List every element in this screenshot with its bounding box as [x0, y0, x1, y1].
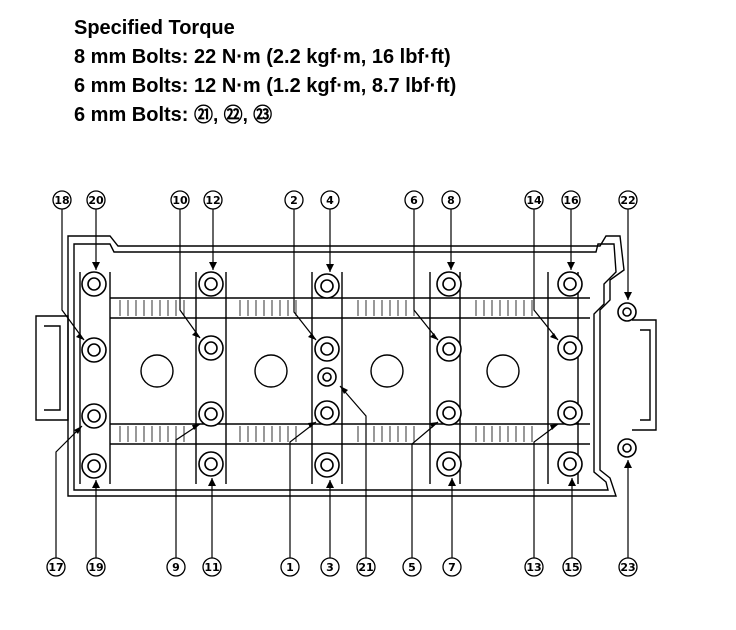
arrowheads	[74, 262, 632, 488]
svg-text:21: 21	[358, 561, 373, 574]
bolt-11	[198, 451, 224, 477]
left-end-plate	[35, 315, 69, 421]
callout-4: 4	[320, 190, 340, 210]
callout-11: 11	[202, 557, 222, 577]
callout-5: 5	[402, 557, 422, 577]
spec-6mm-list: ㉑, ㉒, ㉓	[194, 105, 273, 126]
spec-8mm-bolts: 8 mm Bolts: 22 N·m (2.2 kgf·m, 16 lbf·ft…	[74, 46, 451, 68]
svg-text:1: 1	[286, 561, 294, 574]
spec-6mm-bolts: 6 mm Bolts: 12 N·m (1.2 kgf·m, 8.7 lbf·f…	[74, 75, 457, 97]
svg-text:15: 15	[564, 561, 579, 574]
callout-9: 9	[166, 557, 186, 577]
callout-19: 19	[86, 557, 106, 577]
bolts	[81, 271, 637, 479]
callout-20: 20	[86, 190, 106, 210]
bolt-1	[314, 400, 340, 426]
callout-2: 2	[284, 190, 304, 210]
svg-text:17: 17	[48, 561, 63, 574]
callout-16: 16	[561, 190, 581, 210]
svg-text:16: 16	[563, 194, 579, 207]
bolt-4	[314, 273, 340, 299]
callout-13: 13	[524, 557, 544, 577]
svg-text:10: 10	[172, 194, 188, 207]
bolt-2	[314, 336, 340, 362]
svg-text:22: 22	[620, 194, 635, 207]
svg-text:8: 8	[447, 194, 455, 207]
bolt-3	[314, 452, 340, 478]
bolt-10	[198, 335, 224, 361]
bolt-23	[617, 438, 637, 458]
bolt-14	[557, 335, 583, 361]
top-callouts: 18 20 10 12 2 4 6 8 14 16 22	[52, 190, 638, 210]
right-end-plate	[632, 319, 657, 431]
svg-text:12: 12	[205, 194, 220, 207]
svg-text:13: 13	[526, 561, 541, 574]
bolt-9	[198, 401, 224, 427]
bottom-callouts: 17 19 9 11 1 3 21 5 7 13 15 23	[46, 557, 638, 577]
callout-14: 14	[524, 190, 544, 210]
callout-10: 10	[170, 190, 190, 210]
bolt-16	[557, 271, 583, 297]
svg-text:11: 11	[204, 561, 219, 574]
bolt-13	[557, 400, 583, 426]
svg-text:23: 23	[620, 561, 635, 574]
callout-1: 1	[280, 557, 300, 577]
callout-17: 17	[46, 557, 66, 577]
head-inner-outline	[73, 243, 617, 491]
head-outline	[67, 235, 625, 497]
callout-8: 8	[441, 190, 461, 210]
torque-specification: Specified Torque 8 mm Bolts: 22 N·m (2.2…	[74, 14, 456, 130]
callout-21: 21	[356, 557, 376, 577]
svg-text:9: 9	[172, 561, 180, 574]
callout-12: 12	[203, 190, 223, 210]
callout-18: 18	[52, 190, 72, 210]
callout-15: 15	[562, 557, 582, 577]
bolt-6	[436, 336, 462, 362]
svg-text:6: 6	[410, 194, 418, 207]
svg-text:4: 4	[326, 194, 334, 207]
svg-text:20: 20	[88, 194, 104, 207]
spec-title: Specified Torque	[74, 17, 235, 39]
bolt-8	[436, 271, 462, 297]
svg-text:3: 3	[326, 561, 334, 574]
bolt-15	[557, 451, 583, 477]
bolt-17	[81, 403, 107, 429]
spec-6mm-prefix: 6 mm Bolts:	[74, 104, 195, 126]
leader-lines	[55, 208, 629, 560]
callout-23: 23	[618, 557, 638, 577]
svg-text:18: 18	[54, 194, 69, 207]
bolt-18	[81, 337, 107, 363]
bolt-7	[436, 451, 462, 477]
svg-text:14: 14	[526, 194, 542, 207]
callout-3: 3	[320, 557, 340, 577]
callout-7: 7	[442, 557, 462, 577]
bolt-20	[81, 271, 107, 297]
svg-text:7: 7	[448, 561, 456, 574]
spec-6mm-bolt-numbers: 6 mm Bolts: ㉑, ㉒, ㉓	[74, 101, 456, 130]
svg-text:2: 2	[290, 194, 298, 207]
bolt-5	[436, 400, 462, 426]
bolt-12	[198, 271, 224, 297]
bolt-22	[617, 302, 637, 322]
bolt-21	[317, 367, 337, 387]
callout-22: 22	[618, 190, 638, 210]
svg-text:5: 5	[408, 561, 416, 574]
callout-6: 6	[404, 190, 424, 210]
svg-text:19: 19	[88, 561, 103, 574]
bolt-19	[81, 453, 107, 479]
